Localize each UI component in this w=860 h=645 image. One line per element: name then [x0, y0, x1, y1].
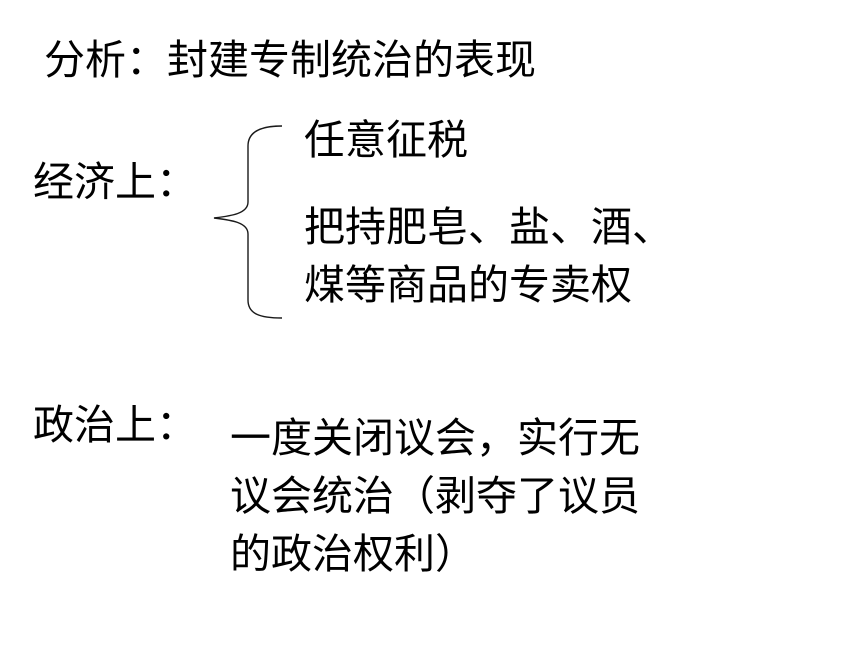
politics-line: 议会统治（剥夺了议员	[230, 472, 640, 520]
economy-item-line: 任意征税	[304, 116, 468, 164]
politics-line: 一度关闭议会，实行无	[230, 414, 640, 462]
politics-line: 的政治权利）	[230, 530, 476, 578]
economy-item-line: 煤等商品的专卖权	[304, 261, 632, 309]
slide-title: 分析：封建专制统治的表现	[44, 36, 536, 84]
curly-brace	[213, 125, 283, 319]
politics-label: 政治上：	[33, 401, 197, 449]
economy-label: 经济上：	[33, 158, 197, 206]
politics-text: 一度关闭议会，实行无 议会统治（剥夺了议员 的政治权利）	[230, 409, 640, 583]
economy-item-monopoly: 把持肥皂、盐、酒、 煤等商品的专卖权	[304, 198, 673, 314]
economy-item-tax: 任意征税	[304, 111, 468, 169]
economy-item-line: 把持肥皂、盐、酒、	[304, 203, 673, 251]
